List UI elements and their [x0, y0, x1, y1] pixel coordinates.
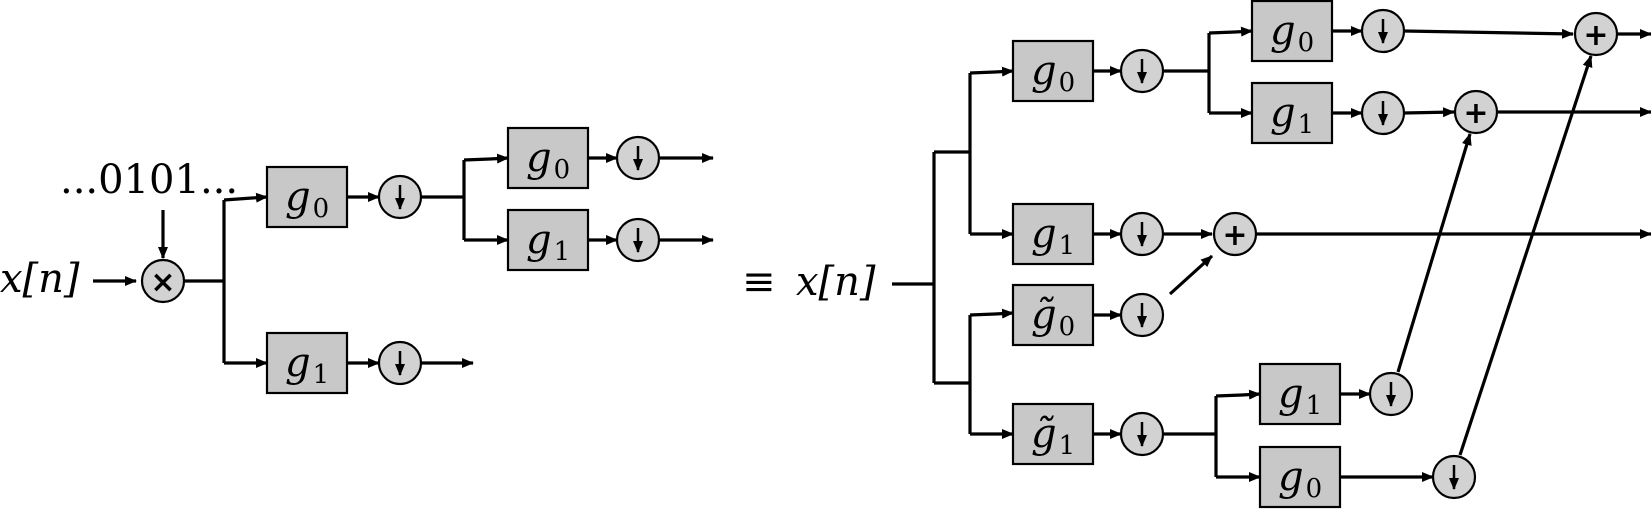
- wire-g0tilde-to-adder: [1168, 254, 1214, 296]
- downsampler-right-5: [1119, 292, 1165, 338]
- filter-g1-right-lower: g1: [1258, 362, 1342, 426]
- add-icon: +: [1463, 96, 1488, 131]
- filter-g1-right-2: g1: [1250, 81, 1334, 145]
- filter-g0-left-2: g0: [506, 126, 590, 190]
- downsampler-right-1: [1119, 48, 1165, 94]
- svg-text:g0: g0: [1031, 48, 1075, 98]
- wire-to-g0-left: [223, 192, 268, 203]
- svg-text:g1: g1: [285, 340, 329, 390]
- downsampler-left-3: [615, 217, 661, 263]
- filter-g0-right: g0: [1011, 39, 1095, 103]
- svg-text:g1: g1: [1031, 211, 1075, 261]
- filter-g0-right-lower: g0: [1258, 445, 1342, 509]
- svg-text:g1: g1: [1270, 90, 1314, 140]
- downsampler-left-1: [377, 174, 423, 220]
- modulation-sequence-label: ...0101...: [60, 157, 238, 203]
- wire-to-adder-mid-upper: [1396, 133, 1472, 373]
- filter-g0-tilde: g̃0: [1011, 283, 1095, 347]
- downsampler-right-3: [1360, 90, 1406, 136]
- svg-text:g0: g0: [1270, 8, 1314, 58]
- add-icon: +: [1222, 218, 1247, 253]
- downsampler-left-4: [377, 340, 423, 386]
- svg-text:g0: g0: [285, 174, 329, 224]
- downsampler-right-2: [1360, 8, 1406, 54]
- input-signal-label-left: x[n]: [0, 256, 80, 302]
- svg-text:g1: g1: [526, 217, 570, 267]
- filter-g1-left: g1: [265, 331, 349, 395]
- svg-text:g1: g1: [1278, 371, 1322, 421]
- svg-text:g0: g0: [526, 135, 570, 185]
- adder-mid-upper: +: [1453, 89, 1499, 135]
- filter-g0-left: g0: [265, 165, 349, 229]
- downsampler-right-7: [1368, 371, 1414, 417]
- add-icon: +: [1583, 18, 1608, 53]
- multiplier-node: ×: [140, 258, 186, 304]
- input-signal-label-right: x[n]: [796, 259, 876, 305]
- downsampler-right-8: [1431, 454, 1477, 500]
- adder-middle: +: [1212, 211, 1258, 257]
- svg-text:g0: g0: [1278, 454, 1322, 504]
- filter-g1-tilde: g̃1: [1011, 402, 1095, 466]
- filter-g1-right: g1: [1011, 202, 1095, 266]
- svg-text:g̃0: g̃0: [1031, 292, 1075, 342]
- filter-g0-right-2: g0: [1250, 0, 1334, 63]
- svg-text:g̃1: g̃1: [1031, 411, 1075, 461]
- downsampler-right-4: [1119, 211, 1165, 257]
- adder-top: +: [1573, 11, 1619, 57]
- wire-to-adder-top: [1458, 55, 1593, 456]
- downsampler-right-6: [1119, 411, 1165, 457]
- downsampler-left-2: [615, 135, 661, 181]
- multiply-icon: ×: [150, 265, 175, 300]
- filter-g1-left-2: g1: [506, 208, 590, 272]
- equivalence-symbol: ≡: [742, 259, 776, 305]
